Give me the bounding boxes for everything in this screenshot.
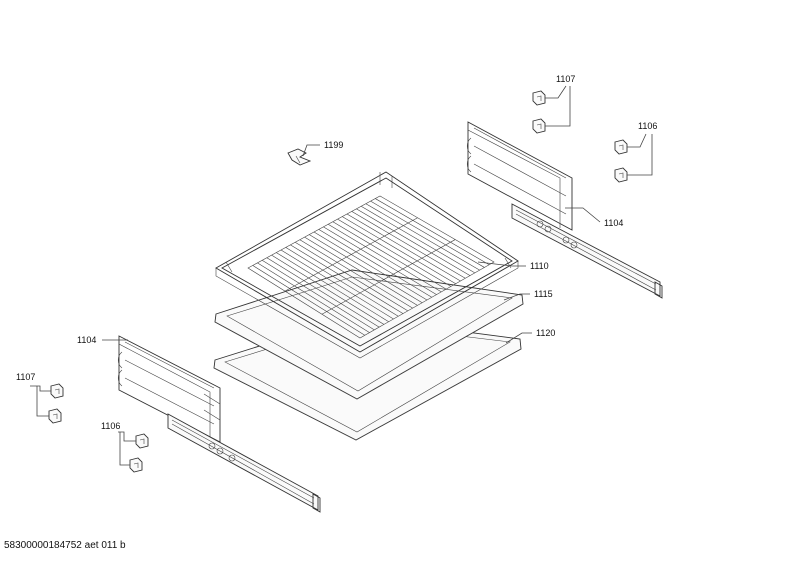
callout-1106-left: 1106 bbox=[101, 421, 136, 466]
label-1110: 1110 bbox=[530, 261, 549, 271]
rack-rods bbox=[252, 198, 490, 336]
rack-rod bbox=[318, 229, 432, 298]
callout-1120: 1120 bbox=[505, 328, 555, 344]
rack-rod bbox=[280, 249, 394, 320]
rack-rod bbox=[323, 226, 437, 295]
rack-rod bbox=[261, 260, 375, 331]
rack-rod bbox=[365, 203, 480, 271]
document-number-footer: 58300000184752 aet 011 b bbox=[4, 540, 126, 551]
rack-rod bbox=[337, 218, 452, 287]
rack-rod bbox=[299, 239, 413, 309]
label-1106-left: 1106 bbox=[101, 421, 120, 431]
label-1115: 1115 bbox=[534, 289, 553, 299]
label-1199: 1199 bbox=[324, 140, 343, 150]
rack-rod bbox=[346, 213, 461, 282]
label-1104-left: 1104 bbox=[77, 335, 96, 345]
label-1106-top: 1106 bbox=[638, 121, 657, 131]
rack-rod bbox=[271, 254, 385, 325]
rack-rod bbox=[304, 236, 418, 306]
rack-rod bbox=[294, 242, 409, 312]
rack-rod bbox=[309, 234, 423, 303]
rack-rod bbox=[327, 224, 442, 293]
label-1104-right: 1104 bbox=[604, 218, 623, 228]
rack-rod bbox=[252, 265, 365, 336]
part-1107-left-clips bbox=[48, 383, 64, 424]
part-1106-top-clips bbox=[614, 139, 628, 183]
rack-rod bbox=[370, 200, 485, 268]
callout-1115: 1115 bbox=[503, 289, 553, 301]
rack-cross-bar bbox=[321, 239, 456, 315]
part-1104-left-telescopic-rail bbox=[117, 335, 321, 513]
rack-rod bbox=[276, 252, 389, 322]
rack-rod bbox=[342, 216, 456, 284]
rack-rod bbox=[257, 262, 370, 333]
part-1199-clip bbox=[287, 148, 312, 166]
callout-1107-left: 1107 bbox=[16, 372, 51, 417]
part-1107-top-clips bbox=[532, 90, 546, 134]
rack-rod bbox=[285, 247, 399, 317]
label-1107-left: 1107 bbox=[16, 372, 35, 382]
rack-rod bbox=[356, 208, 471, 276]
rack-rod bbox=[266, 257, 380, 328]
rack-rod bbox=[360, 206, 476, 274]
part-1106-left-clips bbox=[129, 433, 149, 473]
part-1104-right-telescopic-rail bbox=[466, 121, 663, 299]
rack-rod bbox=[290, 244, 404, 314]
callout-1104-left: 1104 bbox=[77, 335, 128, 345]
callout-1106-top: 1106 bbox=[627, 121, 657, 176]
label-1107-top: 1107 bbox=[556, 74, 575, 84]
rack-rod bbox=[313, 231, 428, 301]
rack-cross-bar bbox=[284, 217, 418, 292]
label-1120: 1120 bbox=[536, 328, 555, 338]
rack-rod bbox=[351, 211, 466, 279]
callout-1104-right: 1104 bbox=[565, 207, 623, 228]
callout-1107-top: 1107 bbox=[545, 74, 575, 127]
rack-rod bbox=[332, 221, 447, 290]
callout-1199: 1199 bbox=[302, 140, 343, 157]
rack-rod bbox=[375, 198, 490, 265]
callout-1110: 1110 bbox=[477, 261, 549, 271]
